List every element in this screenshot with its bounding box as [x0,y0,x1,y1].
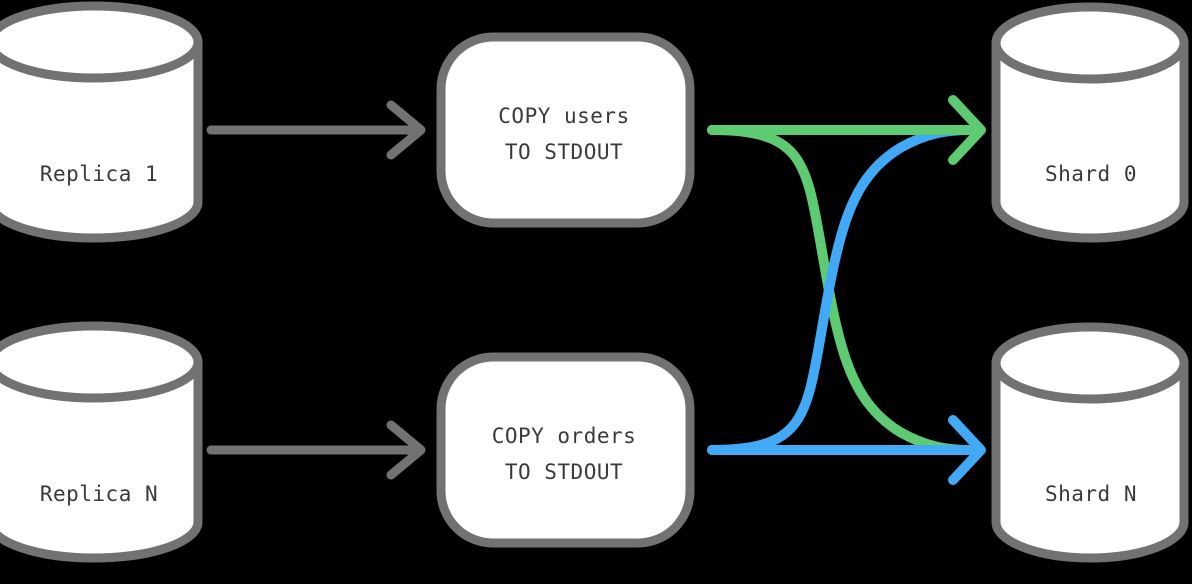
shard-0-cylinder-top [991,2,1189,84]
edge-copyorders-to-shardn [707,415,986,485]
edge-replica1-to-copyusers [206,100,426,160]
node-replica-n[interactable]: Replica N [0,321,203,563]
blue-curve-shaft [707,125,975,455]
node-shard-0[interactable]: Shard 0 [991,2,1189,243]
gray-arrow-head-bottom [386,420,426,480]
green-arrow-head [948,95,986,165]
replica-n-cylinder-body [0,357,203,563]
shard-0-cylinder-body [991,38,1189,243]
node-copy-orders[interactable]: COPY orders TO STDOUT [436,352,695,548]
replica-1-label: Replica 1 [40,162,158,186]
shard-0-label: Shard 0 [1045,162,1137,186]
shard-n-cylinder-body [991,358,1189,563]
shard-n-label: Shard N [1045,482,1137,506]
edge-copyorders-to-shard0 [707,125,975,455]
green-curve-shaft [707,125,975,455]
blue-arrow-head [948,415,986,485]
replica-1-cylinder-top [0,1,203,83]
shard-n-cylinder-top [991,322,1189,404]
node-replica-1[interactable]: Replica 1 [0,1,203,243]
gray-arrow-head-top [386,100,426,160]
node-shard-n[interactable]: Shard N [991,322,1189,563]
copy-orders-line-1: COPY orders [492,424,637,448]
replica-n-cylinder-top [0,321,203,403]
edge-replican-to-copyorders [206,420,426,480]
replica-n-label: Replica N [40,482,158,506]
copy-users-line-1: COPY users [498,104,629,128]
copy-users-line-2: TO STDOUT [505,140,623,164]
edge-copyusers-to-shardn [707,125,975,455]
copy-orders-line-2: TO STDOUT [505,460,623,484]
copy-orders-box [436,352,695,548]
replica-1-cylinder-body [0,37,203,243]
edge-copyusers-to-shard0 [707,95,986,165]
node-copy-users[interactable]: COPY users TO STDOUT [436,32,695,228]
copy-users-box [436,32,695,228]
